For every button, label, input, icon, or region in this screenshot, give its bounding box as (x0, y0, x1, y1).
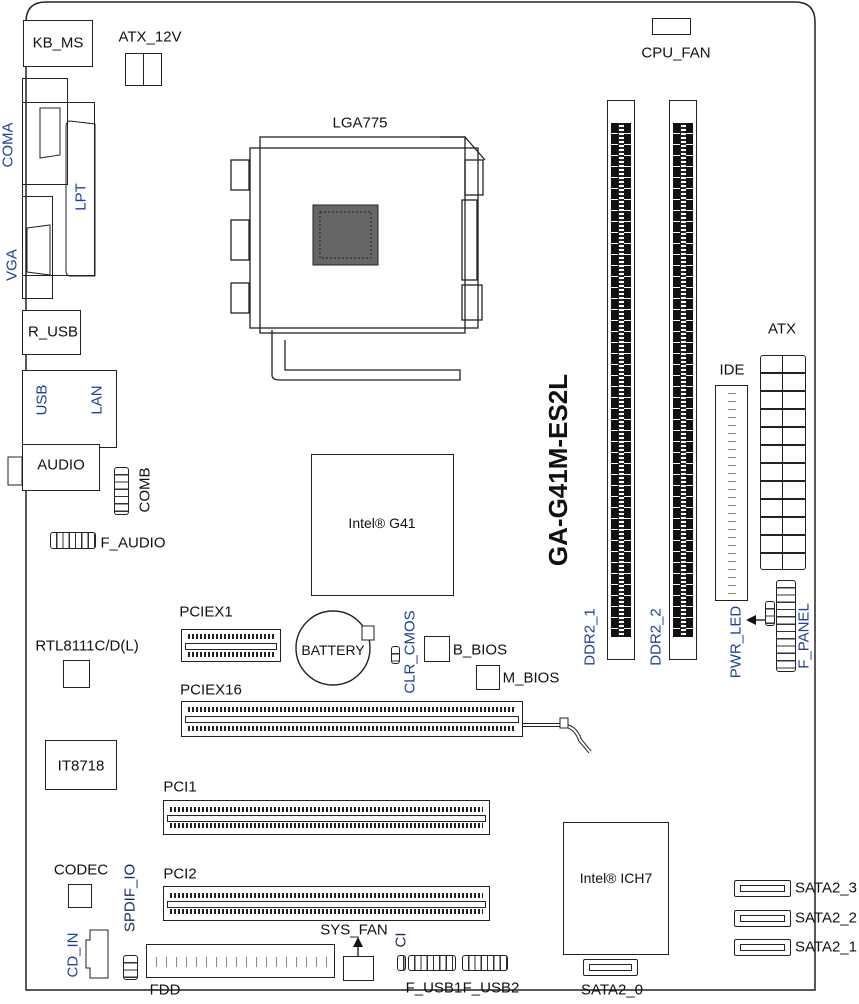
pciex1-slot (181, 629, 281, 662)
codec-label: CODEC (53, 861, 109, 879)
clr-cmos-label: CLR_CMOS (401, 610, 419, 694)
it8718-label: IT8718 (57, 757, 105, 775)
it8718-chip (45, 740, 117, 790)
audio-label: AUDIO (37, 456, 85, 474)
ddr2-2-label: DDR2_2 (647, 608, 665, 666)
ide-label: IDE (719, 361, 745, 379)
coma-label: COMA (0, 122, 17, 168)
atx-12v-connector (125, 53, 162, 86)
sata2-1-port (734, 939, 791, 956)
clr-cmos-jumper (391, 646, 400, 664)
cpu-socket-drawing (230, 136, 486, 381)
ci-label: CI (392, 932, 410, 948)
f-usb1-label: F_USB1 (405, 979, 463, 997)
f-audio-label: F_AUDIO (100, 534, 166, 552)
audio-port (22, 444, 100, 491)
codec-chip (68, 884, 92, 908)
sata2-1-label: SATA2_1 (795, 938, 857, 956)
cpu-die-icon (312, 204, 379, 266)
pwr-led-header (765, 601, 775, 626)
pci1-slot (163, 800, 490, 835)
rtl8111-chip (63, 660, 90, 688)
m-bios-label: M_BIOS (502, 669, 560, 687)
ddr2-2-slot (669, 100, 697, 660)
pci2-slot (163, 886, 490, 921)
sata2-2-label: SATA2_2 (795, 909, 857, 927)
ci-header (397, 955, 406, 971)
cpu-fan-connector (652, 18, 691, 35)
ddr2-1-label: DDR2_1 (581, 608, 599, 666)
f-usb2-label: F_USB2 (462, 979, 520, 997)
cd-in-label: CD_IN (64, 932, 82, 978)
sata2-0-label: SATA2_0 (581, 981, 643, 999)
lpt-label: LPT (72, 183, 90, 211)
fdd-label: FDD (149, 981, 181, 999)
r-usb-port (22, 310, 81, 355)
battery-label: BATTERY (301, 642, 365, 658)
f-panel-label: F_PANEL (795, 603, 813, 669)
fdd-connector (146, 944, 335, 978)
atx-label: ATX (767, 320, 797, 338)
pci2-label: PCI2 (163, 865, 197, 883)
pciex16-slot (181, 701, 523, 737)
vga-label: VGA (3, 249, 21, 281)
ide-connector (715, 385, 748, 601)
lpt-port (22, 102, 95, 276)
vga-port (22, 196, 53, 299)
sata2-2-port (734, 910, 791, 927)
pwr-led-label: PWR_LED (727, 605, 745, 679)
comb-label: COMB (136, 467, 154, 513)
board-model-label: GA-G41M-ES2L (543, 373, 573, 567)
lan-label: LAN (88, 385, 106, 415)
pci1-label: PCI1 (163, 778, 197, 796)
lga775-label: LGA775 (332, 114, 388, 132)
pciex1-label: PCIEX1 (179, 603, 233, 621)
f-usb2-header (462, 955, 508, 971)
m-bios-chip (476, 665, 500, 690)
southbridge-label: Intel® ICH7 (579, 870, 653, 886)
f-audio-header (50, 532, 96, 549)
usb-label: USB (33, 384, 51, 416)
sys-fan-label: SYS_FAN (320, 921, 388, 939)
northbridge-label: Intel® G41 (348, 515, 416, 531)
rtl8111-label: RTL8111C/D(L) (35, 637, 139, 655)
sata2-0-port (583, 959, 638, 976)
spdif-io-header (123, 955, 138, 980)
kb-ms-port (23, 20, 93, 67)
northbridge-chip (311, 454, 454, 596)
southbridge-chip (563, 822, 669, 955)
spdif-io-label: SPDIF_IO (121, 863, 139, 933)
ddr2-1-slot (607, 100, 635, 660)
comb-header (114, 467, 129, 515)
pciex16-label: PCIEX16 (180, 681, 242, 699)
usb-lan-port (22, 370, 117, 448)
r-usb-label: R_USB (27, 323, 79, 341)
f-usb1-header (408, 955, 456, 971)
sys-fan-connector (343, 956, 374, 981)
cpu-fan-label: CPU_FAN (641, 44, 711, 62)
b-bios-label: B_BIOS (452, 641, 508, 659)
kb-ms-label: KB_MS (32, 34, 84, 52)
atx-12v-label: ATX_12V (118, 28, 182, 46)
battery-icon (295, 610, 371, 686)
f-panel-header (776, 580, 796, 672)
sata2-3-port (734, 880, 791, 897)
b-bios-chip (424, 636, 450, 662)
sata2-3-label: SATA2_3 (795, 879, 857, 897)
